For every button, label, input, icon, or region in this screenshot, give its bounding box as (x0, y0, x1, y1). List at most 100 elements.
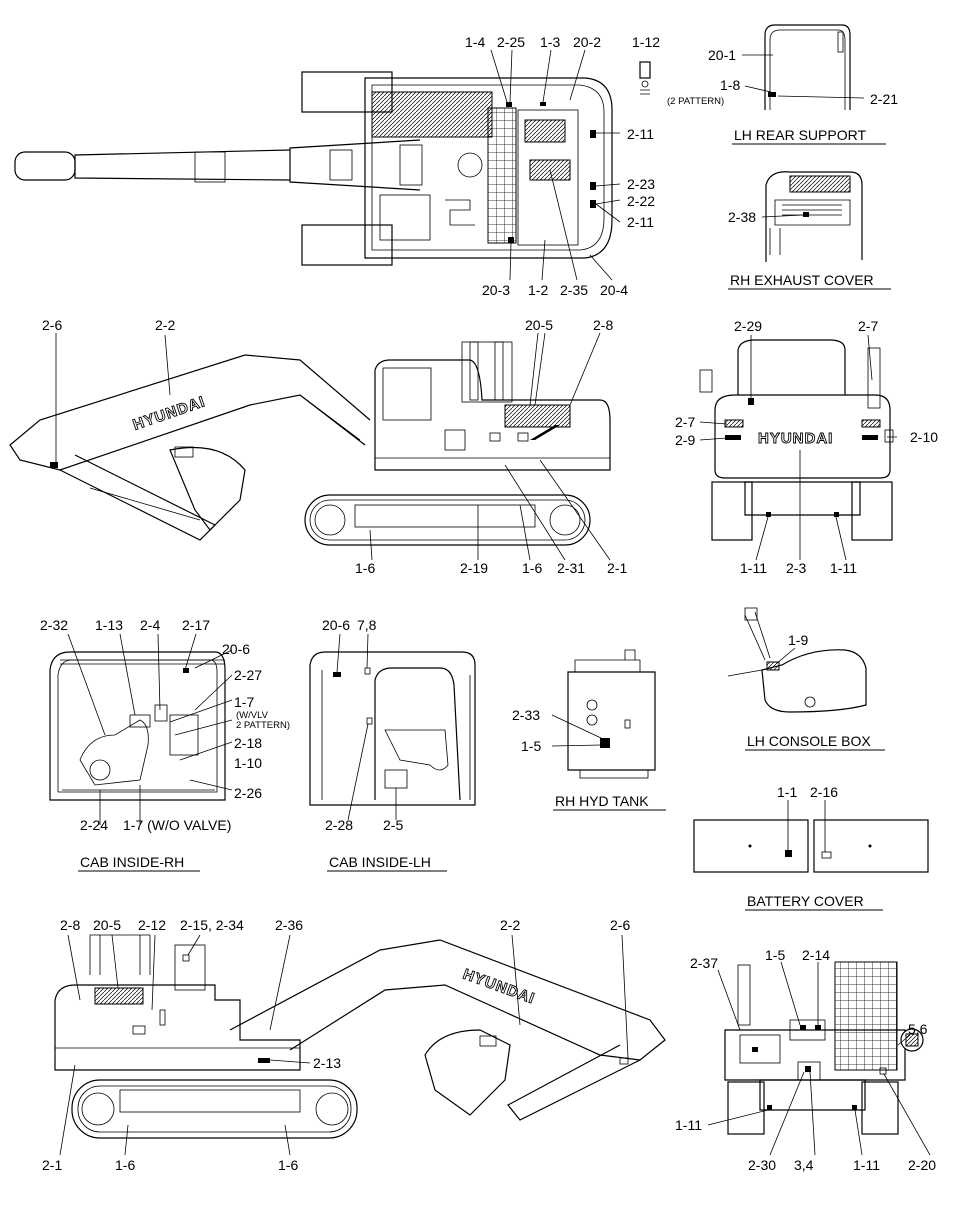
title-rh-hyd-tank: RH HYD TANK (555, 793, 649, 809)
callout-note: (W/VLV (236, 710, 269, 721)
callout: 3,4 (794, 1157, 814, 1173)
callout: 2-12 (138, 917, 166, 933)
callout: 1-4 (465, 34, 485, 50)
callout: 2-2 (500, 917, 520, 933)
brand-rear: HYUNDAI (758, 430, 833, 447)
callout: 2-19 (460, 560, 488, 576)
battery-cover: 1-1 2-16 BATTERY COVER (693, 784, 929, 911)
callout: 1-1 (777, 784, 797, 800)
callout: 2-1 (607, 560, 627, 576)
callout: 2-4 (140, 617, 160, 633)
callout: 20-3 (482, 282, 510, 298)
callout: 2-5 (383, 817, 403, 833)
callout: 2-32 (40, 617, 68, 633)
title-cab-inside-lh: CAB INSIDE-LH (329, 854, 431, 870)
callout: 20-6 (222, 641, 250, 657)
callout: 2-6 (42, 317, 62, 333)
callout: 1-11 (740, 560, 767, 576)
callout: 20-1 (708, 47, 736, 63)
callout: 1-5 (765, 947, 785, 963)
callout: 2-30 (748, 1157, 776, 1173)
callout: 1-6 (115, 1157, 135, 1173)
callout: 2-2 (155, 317, 175, 333)
callout: 2-7 (858, 318, 878, 334)
callout: 2-3 (786, 560, 806, 576)
rh-hyd-tank: 2-33 1-5 RH HYD TANK (512, 649, 666, 811)
callout: 2-14 (802, 947, 830, 963)
rh-exhaust-cover: 2-38 RH EXHAUST COVER (728, 171, 891, 290)
right-side-callouts: 2-8 20-5 2-12 2-15, 2-34 2-36 2-2 2-6 2-… (42, 917, 630, 1173)
callout: 1-7 (234, 694, 254, 710)
callout: 2-10 (910, 429, 938, 445)
lh-console-box: 1-9 LH CONSOLE BOX (727, 607, 885, 751)
right-side-view: HYUNDAI (54, 934, 666, 1156)
callout: 2-18 (234, 735, 262, 751)
title-lh-console-box: LH CONSOLE BOX (747, 733, 871, 749)
callout: 1-3 (540, 34, 560, 50)
callout: 2-20 (908, 1157, 936, 1173)
callout: 2-21 (870, 91, 898, 107)
callout: 1-6 (522, 560, 542, 576)
callout: 1-11 (830, 560, 857, 576)
callout: 2-33 (512, 707, 540, 723)
callout: 2-15, 2-34 (180, 917, 244, 933)
callout: 1-2 (528, 282, 548, 298)
callout: 2-16 (810, 784, 838, 800)
callout: 20-4 (600, 282, 628, 298)
callout: 2-36 (275, 917, 303, 933)
callout: 2-1 (42, 1157, 62, 1173)
lh-rear-support: 20-1 1-8 (2 PATTERN) 2-21 LH REAR SUPPOR… (667, 24, 898, 145)
cab-inside-lh: 20-6 7,8 2-28 2-5 CAB INSIDE-LH (309, 617, 476, 872)
callout: 2-35 (560, 282, 588, 298)
left-side-view: HYUNDAI (9, 332, 611, 561)
callout: 7,8 (357, 617, 377, 633)
callout: 20-5 (93, 917, 121, 933)
left-side-callouts: 2-6 2-2 20-5 2-8 1-6 2-19 1-6 2-31 2-1 (42, 317, 627, 576)
callout: 2-37 (690, 955, 718, 971)
callout: 2-24 (80, 817, 108, 833)
callout: 2-29 (734, 318, 762, 334)
rear-open-view (707, 961, 931, 1156)
callout: 1-6 (278, 1157, 298, 1173)
top-view-callouts: 1-4 2-25 1-3 20-2 1-12 2-11 2-23 2-22 2-… (465, 34, 660, 298)
callout: 5,6 (908, 1021, 928, 1037)
callout: 1-12 (632, 34, 660, 50)
brand-boom-left: HYUNDAI (131, 393, 208, 434)
callout: 1-8 (720, 77, 740, 93)
callout: 2-25 (497, 34, 525, 50)
rear-view-callouts: 2-29 2-7 2-7 2-9 2-10 1-11 2-3 1-11 (675, 318, 938, 576)
callout: 2-11 (627, 126, 654, 142)
title-battery-cover: BATTERY COVER (747, 893, 864, 909)
callout: 2-27 (234, 667, 262, 683)
callout: 2-7 (675, 414, 695, 430)
callout: 2-11 (627, 214, 654, 230)
callout: 20-6 (322, 617, 350, 633)
callout: 2-38 (728, 209, 756, 225)
callout: 2-8 (60, 917, 80, 933)
callout: 2-17 (182, 617, 210, 633)
callout: 1-11 (853, 1157, 880, 1173)
cab-rh-callouts: 2-32 1-13 2-4 2-17 20-6 2-27 1-7 (W/VLV … (40, 617, 290, 872)
callout-note: 2 PATTERN) (236, 720, 290, 731)
callout: 20-2 (573, 34, 601, 50)
callout: 1-10 (234, 755, 262, 771)
callout: 2-22 (627, 193, 655, 209)
rear-open-callouts: 2-37 1-5 2-14 5,6 1-11 2-30 3,4 1-11 2-2… (675, 947, 936, 1173)
title-lh-rear-support: LH REAR SUPPORT (734, 127, 866, 143)
callout: 2-26 (234, 785, 262, 801)
top-view (14, 49, 651, 281)
callout: 2-9 (675, 432, 695, 448)
callout: 2-31 (557, 560, 585, 576)
title-cab-inside-rh: CAB INSIDE-RH (80, 854, 184, 870)
callout: 1-5 (521, 738, 541, 754)
callout: 2-23 (627, 176, 655, 192)
rear-view: HYUNDAI (699, 334, 897, 561)
callout: 20-5 (525, 317, 553, 333)
cab-inside-rh (49, 633, 233, 825)
callout: 1-11 (675, 1117, 702, 1133)
callout: 2-13 (313, 1055, 341, 1071)
callout: 1-13 (95, 617, 123, 633)
callout-note: (2 PATTERN) (667, 96, 724, 107)
